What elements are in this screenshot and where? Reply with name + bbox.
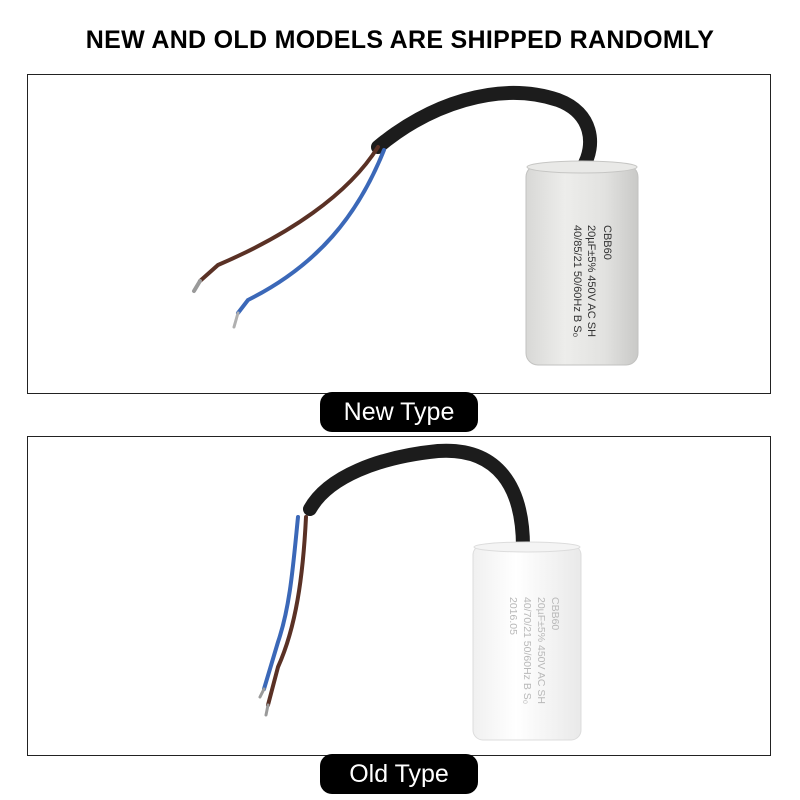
black-cable [303,443,530,554]
capacitor-text-line4: 2016.05 [507,597,519,635]
old-type-photo-panel: CBB60 20µF±5% 450V AC SH 40/70/21 50/60H… [27,436,771,756]
capacitor-text-line1: CBB60 [601,225,613,260]
capacitor-text-line2: 20µF±5% 450V AC SH [585,225,597,337]
old-type-label: Old Type [320,754,478,794]
capacitor-text-line3: 40/70/21 50/60Hz B S₀ [521,597,533,704]
blue-wire [262,515,300,691]
brown-wire [198,145,380,283]
blue-wire [236,148,386,315]
new-type-label: New Type [320,392,478,432]
capacitor-text-line2: 20µF±5% 450V AC SH [535,597,547,704]
capacitor-text-line3: 40/85/21 50/60Hz B S₀ [571,225,583,337]
old-type-capacitor-photo: CBB60 20µF±5% 450V AC SH 40/70/21 50/60H… [258,443,582,741]
brown-wire [266,515,308,707]
new-type-capacitor-photo: CBB60 20µF±5% 450V AC SH 40/85/21 50/60H… [192,86,639,366]
black-cable [371,86,597,174]
new-type-photo-panel: CBB60 20µF±5% 450V AC SH 40/85/21 50/60H… [27,74,771,394]
headline: NEW AND OLD MODELS ARE SHIPPED RANDOMLY [85,26,715,54]
capacitor-text-line1: CBB60 [549,597,561,630]
